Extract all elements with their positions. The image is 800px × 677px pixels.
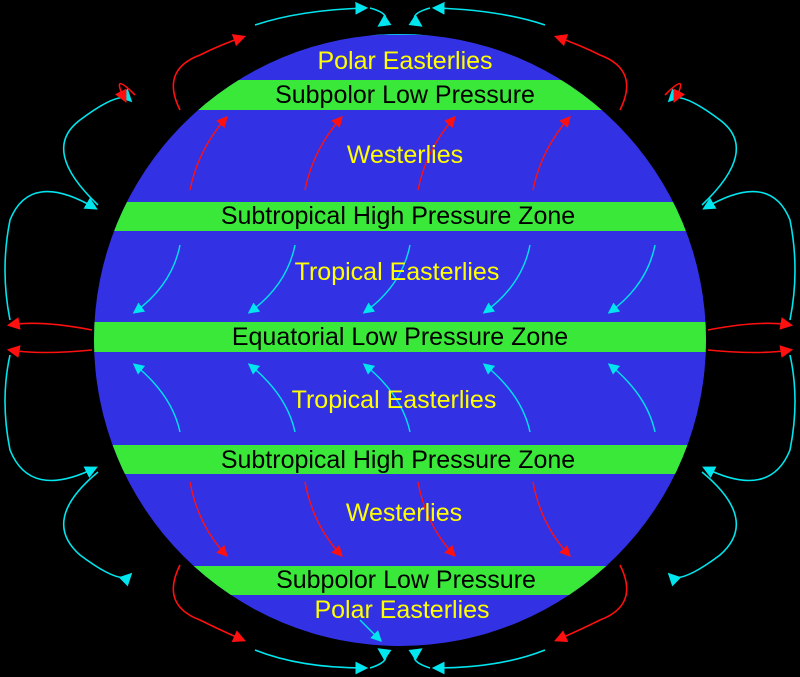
label-subpolar-low-south: Subpolor Low Pressure	[276, 566, 536, 594]
label-equatorial-low: Equatorial Low Pressure Zone	[232, 323, 568, 351]
westerly-arrow-north	[532, 115, 571, 191]
circulation-cell-arrow	[6, 317, 93, 331]
outer-circulation-cells	[4, 1, 796, 675]
label-westerlies-north: Westerlies	[347, 141, 463, 169]
easterly-arrow-north	[362, 244, 411, 314]
westerly-arrow-south	[417, 481, 456, 558]
label-tropical-easterlies-north: Tropical Easterlies	[295, 258, 500, 286]
label-subpolar-low-north: Subpolor Low Pressure	[275, 81, 535, 109]
westerly-arrow-south	[532, 481, 571, 558]
circulation-cell-arrow	[369, 648, 392, 669]
easterly-arrow-north	[607, 244, 656, 314]
label-westerlies-south: Westerlies	[346, 499, 462, 527]
circulation-cell-arrow	[254, 649, 369, 675]
westerly-arrow-south	[189, 481, 228, 558]
easterly-arrow-north	[132, 244, 181, 314]
circulation-cell-arrow	[431, 1, 546, 26]
easterly-arrow-north	[247, 244, 296, 314]
circulation-cell-arrow	[63, 471, 133, 587]
label-polar-easterlies-north: Polar Easterlies	[317, 47, 492, 75]
circulation-cell-arrow	[553, 34, 628, 111]
easterly-arrow-south	[247, 363, 296, 433]
circulation-cell-arrow	[172, 34, 247, 111]
label-subtropical-high-south: Subtropical High Pressure Zone	[221, 446, 575, 474]
circulation-cell-arrow	[408, 648, 431, 669]
easterly-arrow-south	[132, 363, 181, 433]
circulation-cell-arrow	[664, 82, 686, 103]
westerly-arrow-south	[304, 481, 343, 558]
circulation-cell-arrow	[702, 190, 796, 321]
circulation-cell-arrow	[408, 7, 431, 27]
circulation-cell-arrow	[667, 471, 737, 587]
easterly-arrow-south	[362, 363, 411, 433]
circulation-cell-arrow	[6, 345, 93, 358]
circulation-cell-arrow	[4, 354, 98, 482]
circulation-cell-arrow	[431, 649, 546, 675]
westerly-arrow-north	[304, 115, 343, 191]
circulation-cell-arrow	[114, 82, 136, 103]
circulation-cell-arrow	[554, 564, 628, 643]
westerly-arrow-north	[189, 115, 228, 191]
band-subtropical-high-south	[94, 445, 706, 474]
westerly-arrow-north	[417, 115, 456, 191]
circulation-cell-arrow	[707, 345, 794, 358]
label-polar-easterlies-south: Polar Easterlies	[314, 596, 489, 624]
band-subtropical-high-north	[94, 202, 706, 231]
circulation-cell-arrow	[63, 88, 133, 206]
circulation-cell-arrow	[702, 354, 796, 482]
band-equatorial-low	[94, 322, 706, 352]
label-subtropical-high-north: Subtropical High Pressure Zone	[221, 202, 575, 230]
easterly-arrow-south	[607, 363, 656, 433]
circulation-cell-arrow	[4, 190, 98, 321]
circulation-cell-arrow	[254, 1, 369, 26]
surface-wind-arrows	[132, 34, 656, 642]
polar-arrow-south	[359, 619, 382, 642]
circulation-cell-arrow	[667, 88, 737, 206]
easterly-arrow-north	[482, 244, 531, 314]
circulation-cell-arrow	[707, 317, 794, 331]
circulation-cell-arrow	[369, 7, 392, 27]
label-tropical-easterlies-south: Tropical Easterlies	[292, 386, 497, 414]
easterly-arrow-south	[482, 363, 531, 433]
circulation-cell-arrow	[172, 564, 246, 643]
